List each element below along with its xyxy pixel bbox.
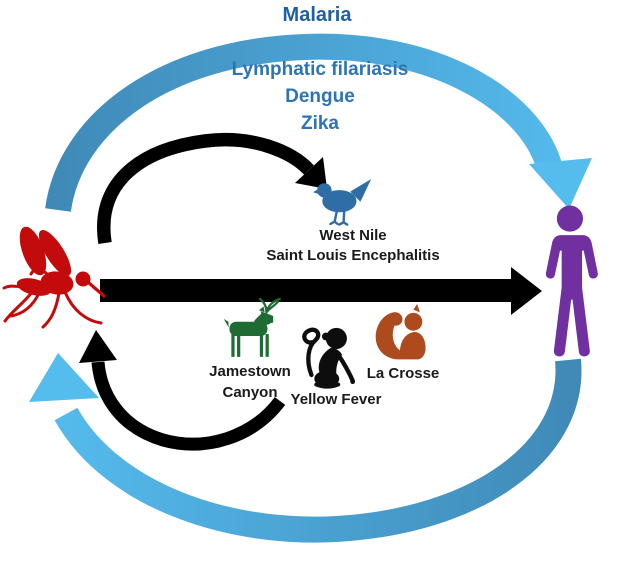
return-arrow-arrowhead-icon <box>79 330 117 363</box>
malaria-label: Malaria <box>282 4 352 26</box>
deer-disease-list: Jamestown Canyon <box>209 361 291 403</box>
jamestown-label-line2: Canyon <box>222 384 278 401</box>
saint-louis-encephalitis-label: Saint Louis Encephalitis <box>266 247 440 264</box>
person-icon <box>545 205 598 357</box>
lymphatic-filariasis-label: Lymphatic filariasis <box>231 59 409 80</box>
top-arc-arrowhead-icon <box>529 158 592 209</box>
bottom-arc-arrowhead-icon <box>29 353 99 402</box>
mosquito-to-bird-arrow <box>97 133 327 245</box>
mosquito-icon <box>2 226 106 329</box>
bird-disease-list: West Nile Saint Louis Encephalitis <box>266 226 439 266</box>
direct-arrow-arrowhead-icon <box>511 267 542 315</box>
la-crosse-label: La Crosse <box>366 365 440 382</box>
bird-icon <box>313 179 372 226</box>
mosquito-to-human-direct-arrow <box>100 267 542 315</box>
yellow-fever-label: Yellow Fever <box>290 391 382 408</box>
animals-to-mosquito-arrow <box>79 330 286 451</box>
jamestown-label-line1: Jamestown <box>209 363 291 380</box>
human-to-mosquito-bottom-arc <box>29 353 582 543</box>
squirrel-icon <box>375 303 426 360</box>
west-nile-label: West Nile <box>319 227 387 244</box>
top-arc-disease-list: Lymphatic filariasis Dengue Zika <box>232 56 409 137</box>
monkey-icon <box>302 327 356 389</box>
mosquito-to-human-top-arc <box>45 33 592 213</box>
dengue-label: Dengue <box>285 86 355 107</box>
zika-label: Zika <box>300 113 340 134</box>
deer-icon <box>223 297 281 357</box>
bird-arrow-arrowhead-icon <box>295 157 327 189</box>
